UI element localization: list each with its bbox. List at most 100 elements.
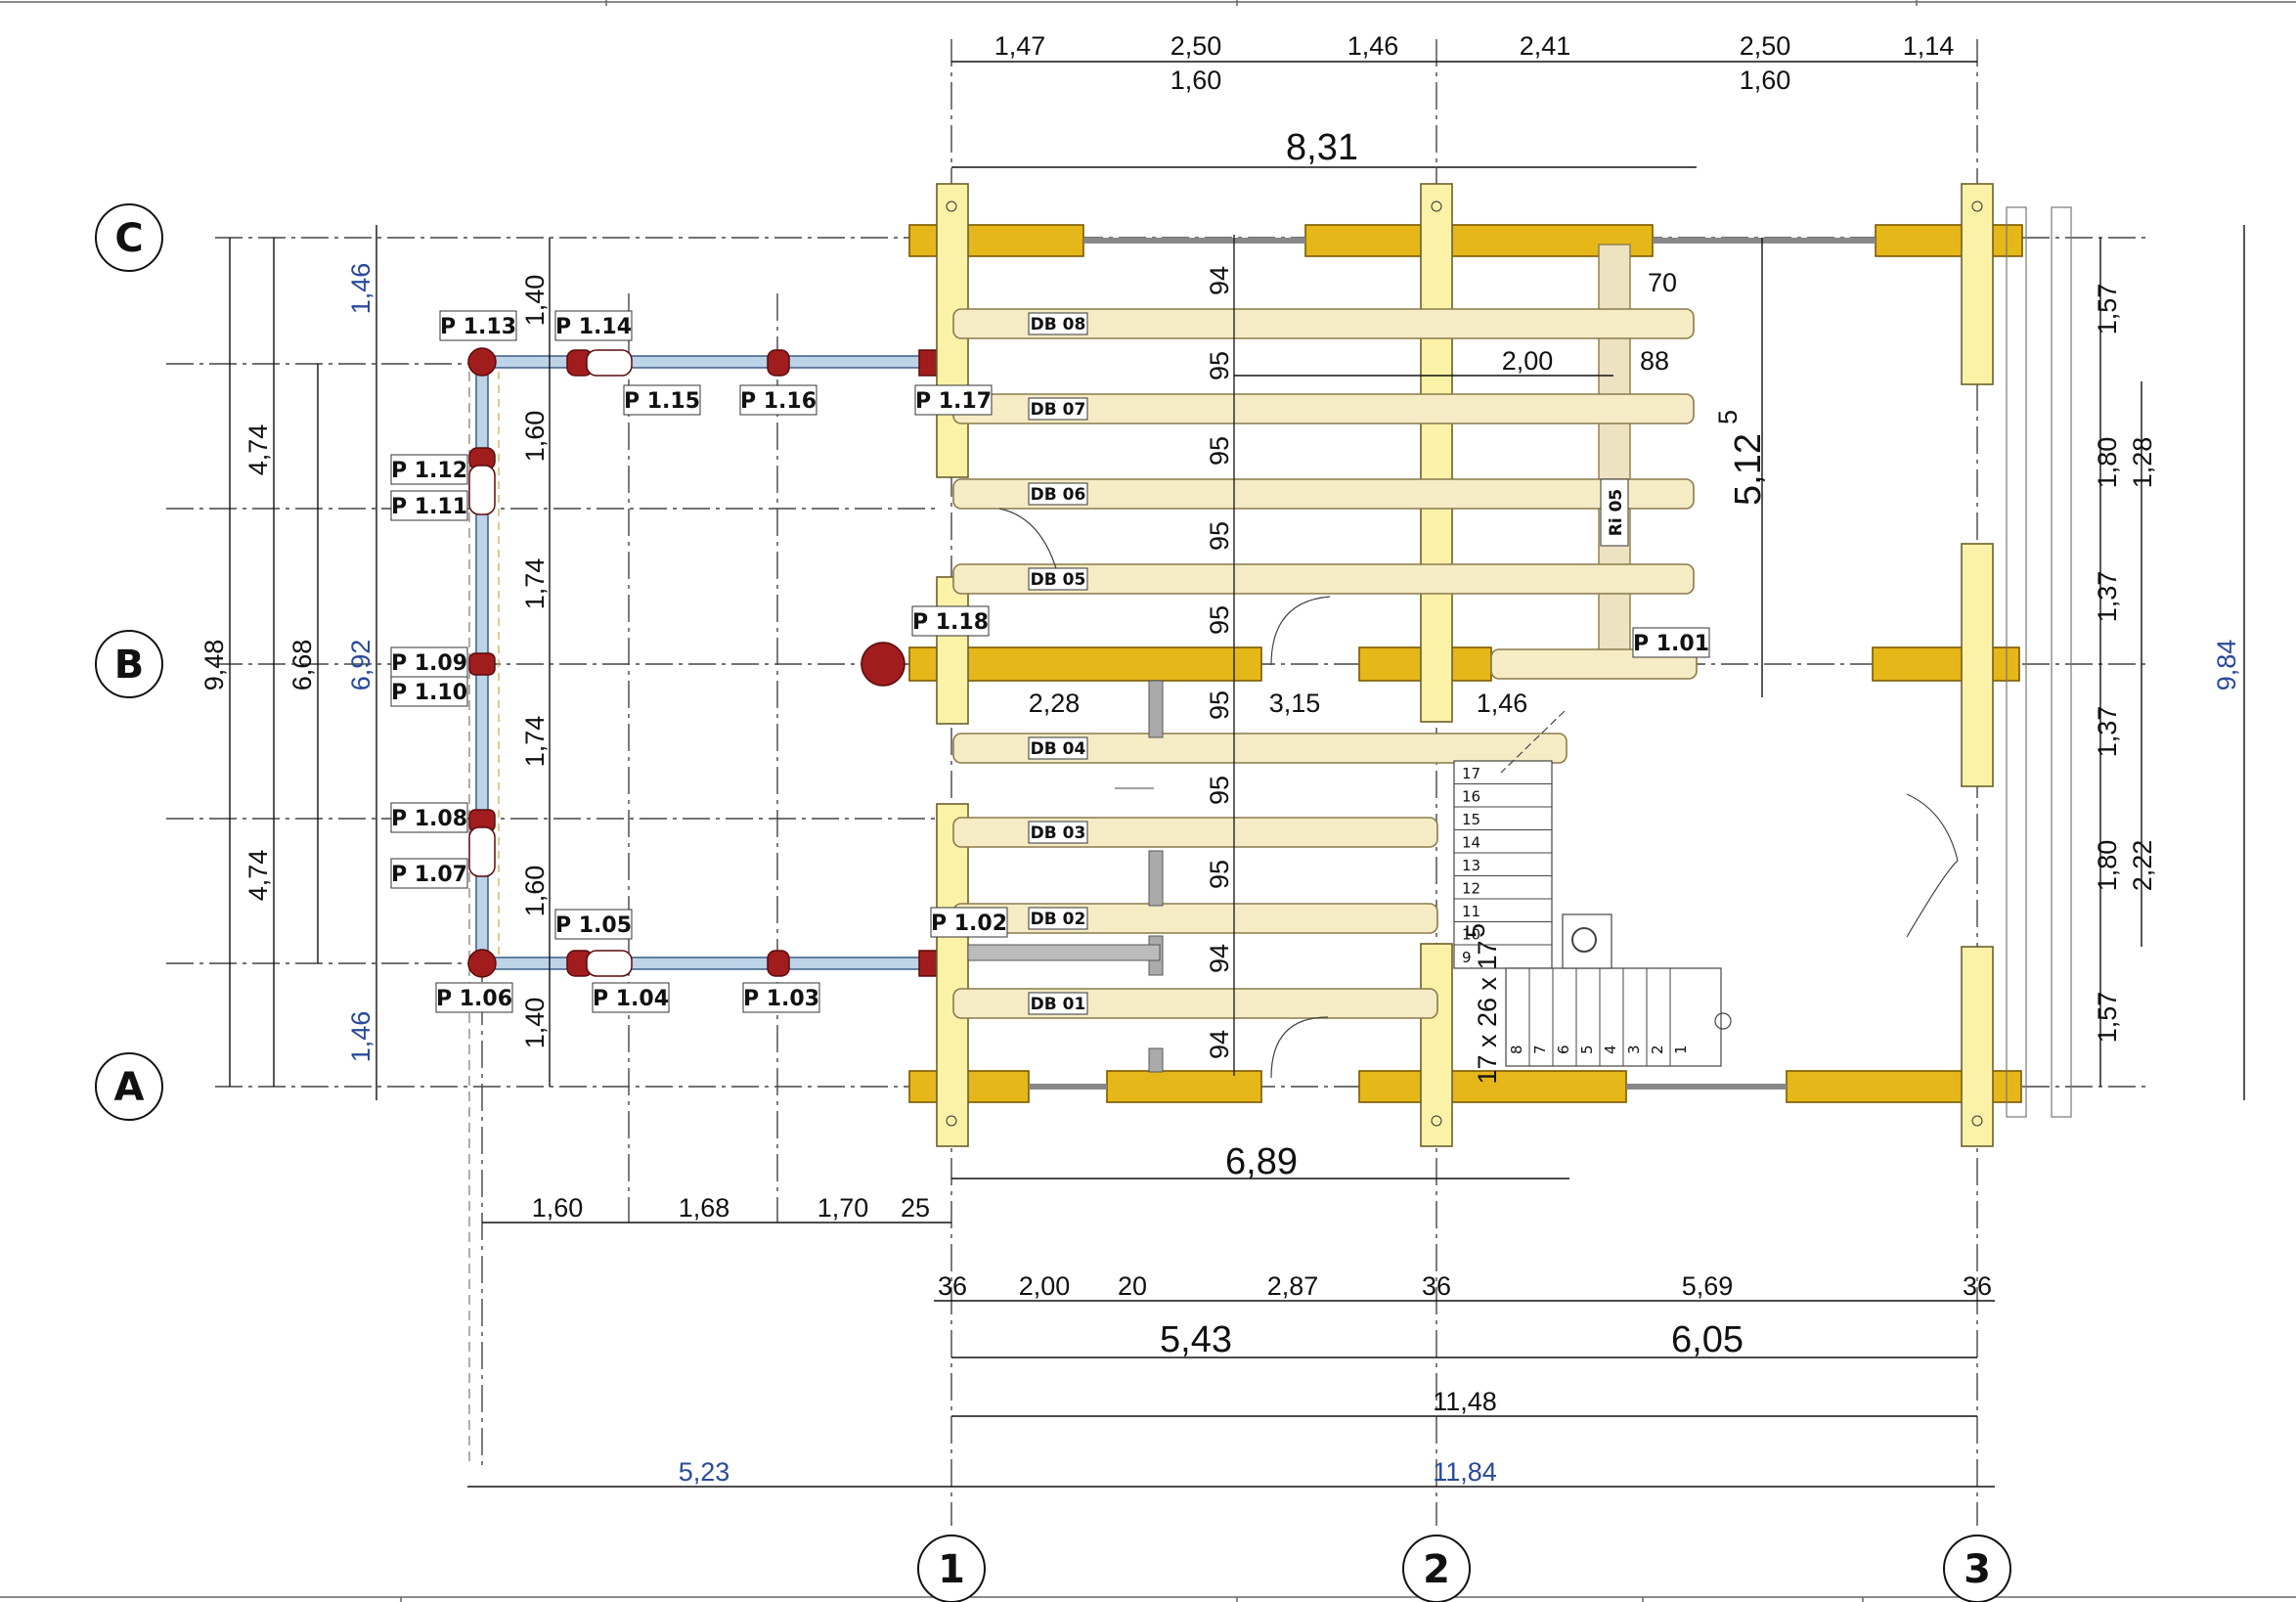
axis-label: B: [114, 643, 145, 688]
dim-left-pair-3: 4,74: [243, 850, 273, 902]
dim-porch-1: 1,60: [532, 1193, 584, 1223]
dim-left-blue-3: 1,46: [346, 1011, 375, 1063]
dim-top-8: 1,60: [1740, 66, 1791, 95]
post-label-p106: P 1.06: [436, 987, 512, 1011]
right-dimensions: 1,57 1,80 1,37 1,37 1,80 1,57 1,28 2,22 …: [2093, 284, 2241, 1044]
beam-label-db05: DB 05: [1031, 570, 1086, 590]
stair-number: 13: [1462, 857, 1480, 874]
dim-row-b-1: 2,28: [1029, 689, 1081, 718]
dim-porch-v-1: 1,40: [520, 275, 550, 327]
post-label-p111: P 1.11: [391, 495, 467, 519]
bottom-dimensions: 1,60 1,68 1,70 25 36 2,00 20 2,87 36 5,6…: [532, 1141, 1992, 1487]
dim-porch-v-4: 1,74: [520, 716, 550, 768]
grid-lines: [166, 39, 2151, 1526]
dim-top-2: 2,50: [1170, 31, 1222, 61]
dim-bottom-5: 36: [1422, 1271, 1451, 1301]
post-label-p114: P 1.14: [555, 315, 632, 339]
dim-right-total: 9,84: [2212, 640, 2241, 691]
post-label-p108: P 1.08: [391, 807, 467, 831]
dimension-lines: [229, 61, 2245, 1488]
dim-top-3: 1,46: [1347, 31, 1399, 61]
beam-label-db04: DB 04: [1031, 739, 1086, 759]
dim-bottom-8: 5,43: [1160, 1319, 1232, 1360]
stair-number: 1: [1672, 1045, 1690, 1054]
dim-right-outer-1: 1,28: [2128, 437, 2157, 489]
col-axis-2: 2: [1402, 1535, 1471, 1602]
stair-number: 12: [1462, 880, 1480, 898]
axis-label: 1: [938, 1547, 965, 1592]
dim-porch-v-6: 1,40: [520, 998, 550, 1049]
interior-dimensions: 94 95 95 95 95 95 95 95 94 94 70 2,00 88…: [1029, 266, 1769, 1085]
dim-height-sup: 5: [1713, 410, 1743, 424]
top-dimensions: 1,47 2,50 1,46 2,41 2,50 1,14 1,60 1,60 …: [994, 31, 1955, 168]
post-label-p112: P 1.12: [391, 459, 467, 483]
dim-right-6: 1,57: [2093, 992, 2122, 1044]
dim-bottom-9: 6,05: [1671, 1319, 1744, 1360]
stair-number: 6: [1555, 1045, 1572, 1054]
axis-label: 2: [1423, 1547, 1450, 1592]
stair-number: 10: [1462, 926, 1480, 944]
dim-spacing-7: 95: [1205, 776, 1234, 805]
post-label-p116: P 1.16: [740, 389, 817, 414]
dim-top-5: 2,50: [1740, 31, 1791, 61]
beam-label-db03: DB 03: [1031, 823, 1086, 843]
posts: [936, 183, 2072, 1147]
col-axis-1: 1: [917, 1535, 986, 1602]
dim-top-1: 1,47: [994, 31, 1046, 61]
dim-bottom-1: 36: [938, 1271, 967, 1301]
dim-right-outer-2: 2,22: [2128, 840, 2157, 892]
dim-porch-2: 1,68: [679, 1193, 730, 1223]
dim-bottom-6: 5,69: [1682, 1271, 1734, 1301]
dim-spacing-5: 95: [1205, 605, 1234, 635]
dim-porch-4: 25: [901, 1193, 930, 1223]
dim-row-b-3: 1,46: [1477, 689, 1528, 718]
col-axis-3: 3: [1943, 1535, 2011, 1602]
dim-porch-v-2: 1,60: [520, 411, 550, 463]
post-label-p115: P 1.15: [624, 389, 700, 414]
ridge-label: Ri 05: [1607, 489, 1626, 537]
dim-ridge-c: 88: [1640, 346, 1669, 376]
dim-bottom-7: 36: [1963, 1271, 1992, 1301]
dim-spacing-2: 95: [1205, 351, 1234, 380]
dim-height-main: 5,12: [1728, 433, 1769, 506]
dim-left-blue-1: 1,46: [346, 263, 375, 315]
post-label-p118: P 1.18: [912, 610, 989, 635]
stair-number: 2: [1649, 1045, 1666, 1054]
dim-bottom-4: 2,87: [1267, 1271, 1319, 1301]
dim-right-1: 1,57: [2093, 284, 2122, 335]
dim-spacing-4: 95: [1205, 521, 1234, 551]
row-axis-b: B: [95, 630, 163, 698]
dim-ridge-a: 70: [1648, 268, 1677, 297]
dim-left-blue-2: 6,92: [346, 640, 375, 691]
dim-spacing-8: 95: [1205, 860, 1234, 889]
beam-label-db06: DB 06: [1031, 485, 1086, 505]
dim-top-7: 1,60: [1170, 66, 1222, 95]
beam-labels: DB 08 DB 07 DB 06 DB 05 DB 04 DB 03 DB 0…: [1028, 312, 1629, 1015]
dim-ridge-b: 2,00: [1502, 346, 1554, 376]
post-label-p102: P 1.02: [931, 912, 1007, 936]
dim-row-b-2: 3,15: [1269, 689, 1321, 718]
post-label-p107: P 1.07: [391, 863, 467, 887]
post-label-p113: P 1.13: [440, 315, 516, 339]
post-label-p104: P 1.04: [593, 987, 669, 1011]
post-label-p109: P 1.09: [391, 651, 467, 676]
dim-porch-v-3: 1,74: [520, 558, 550, 610]
dim-left-mid: 6,68: [287, 640, 317, 691]
dim-beam-length: 8,31: [1286, 127, 1358, 168]
dim-left-pair-2: 9,48: [199, 640, 229, 691]
axis-label: 3: [1964, 1547, 1991, 1592]
stair-number: 4: [1602, 1045, 1619, 1054]
stair-number: 7: [1531, 1045, 1549, 1054]
staircase: [1453, 760, 1732, 1067]
dim-spacing-3: 95: [1205, 436, 1234, 466]
dim-right-2: 1,80: [2093, 437, 2122, 489]
stair-number: 15: [1462, 811, 1480, 828]
stair-number: 11: [1462, 903, 1480, 920]
dim-total-left: 5,23: [679, 1457, 730, 1487]
dim-right-3: 1,37: [2093, 571, 2122, 623]
post-label-p117: P 1.17: [915, 389, 992, 414]
beam-label-db07: DB 07: [1031, 400, 1086, 420]
stair-number: 5: [1578, 1045, 1596, 1054]
